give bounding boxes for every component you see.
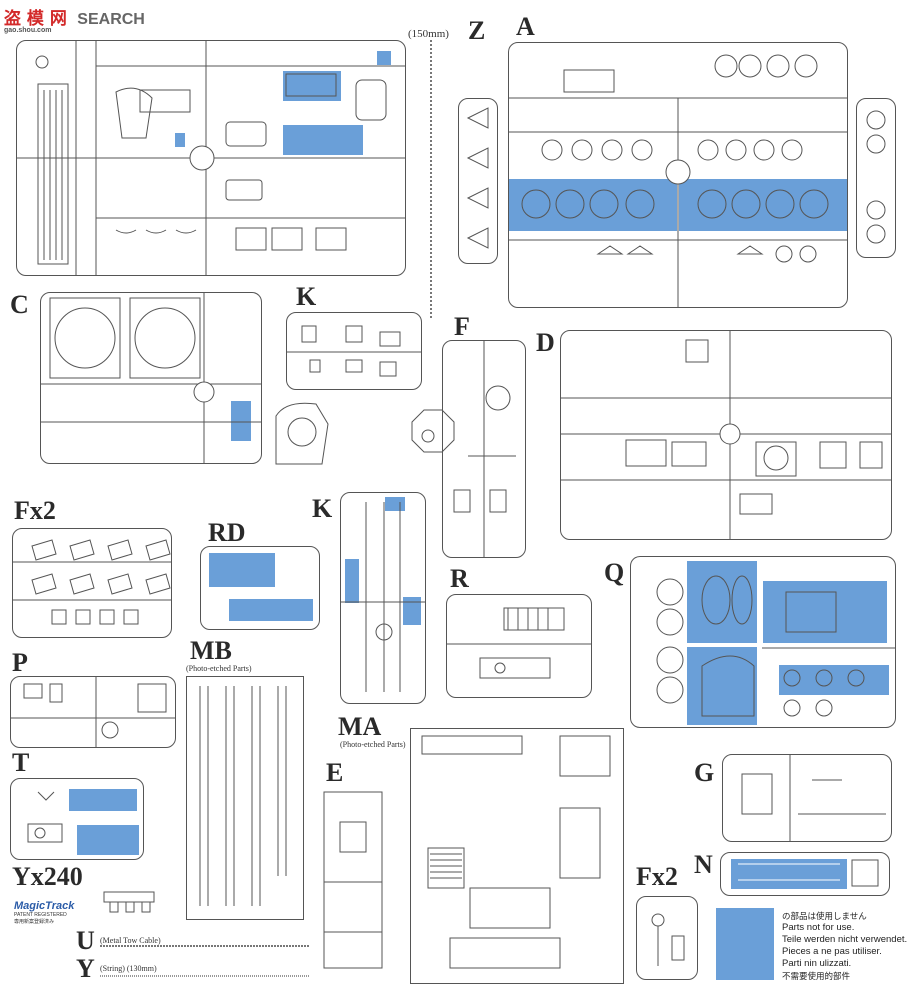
legend-swatch: [716, 908, 774, 980]
sprue-c-drawing: [40, 292, 329, 465]
sprue-label-rd: RD: [208, 518, 246, 547]
sprue-length-note: (150mm): [408, 28, 449, 40]
sprue-ma: [410, 728, 624, 984]
sprue-a-extra-drawing: [466, 107, 886, 249]
sprue-label-q: Q: [604, 558, 625, 587]
sprue-ma-drawing: [421, 735, 611, 969]
sprue-mb-drawing: [199, 686, 287, 906]
sprue-k-mid: [340, 492, 426, 704]
sprue-label-a: A: [516, 12, 535, 41]
sprue-k-mid-drawing: [340, 502, 426, 692]
sprue-label-ma: MA: [338, 712, 382, 741]
legend-line-jp: の部品は使用しません: [782, 912, 867, 922]
magic-track-brand: MagicTrack: [14, 900, 75, 912]
sprue-q: [630, 556, 896, 728]
sprue-fx2-top-drawing: [12, 539, 172, 625]
sprue-rd: [200, 546, 320, 630]
sprue-label-fx2-bottom: Fx2: [636, 862, 678, 891]
sprue-label-p: P: [12, 648, 28, 677]
logo-glyphs: 盗 模 网: [4, 9, 67, 29]
unused-part: [403, 597, 421, 625]
magic-track-logo: MagicTrack PATENT REGISTERED 専用新案登録済み: [14, 900, 94, 925]
logo-search-text: SEARCH: [77, 11, 145, 28]
sprue-f-drawing: [411, 340, 516, 558]
legend-line-it: Parti nin ulizzati.: [782, 958, 852, 969]
sprue-g-drawing: [741, 754, 886, 842]
sprue-label-k-top: K: [296, 282, 317, 311]
legend-line-de: Teile werden nicht verwendet.: [782, 934, 908, 945]
sprue-label-mb: MB: [190, 636, 232, 665]
sprue-label-u: U: [76, 926, 95, 955]
sprue-n-drawing: [738, 859, 879, 887]
logo-url: gao.shou.com: [4, 27, 52, 34]
sprue-label-k-mid: K: [312, 494, 333, 523]
sprue-label-n: N: [694, 850, 713, 879]
mb-subtitle: (Photo-etched Parts): [186, 664, 252, 673]
legend-line-en: Parts not for use.: [782, 922, 855, 933]
sprue-z-drawing: [16, 40, 406, 276]
unused-part: [679, 179, 847, 231]
sprue-mb: [186, 676, 304, 920]
magic-track-patent-jp: 専用新案登録済み: [14, 919, 55, 925]
sprue-label-yx240: Yx240: [12, 862, 83, 891]
legend-line-cn: 不需要使用的部件: [782, 972, 851, 982]
tow-cable-line: [100, 945, 310, 947]
unused-part: [229, 599, 313, 621]
unused-part: [377, 51, 391, 65]
sprue-g: [722, 754, 892, 842]
sprue-k-top-drawing: [286, 325, 422, 377]
ma-subtitle: (Photo-etched Parts): [340, 740, 406, 749]
sprue-fx2-bottom: [636, 896, 698, 980]
unused-part: [209, 553, 275, 587]
unused-part: [779, 665, 889, 695]
unused-part: [175, 133, 185, 147]
sprue-fx2-bottom-drawing: [651, 913, 685, 966]
sprue-r-drawing: [446, 607, 592, 679]
site-logo[interactable]: 盗 模 网 SEARCH gao.shou.com: [4, 4, 145, 34]
unused-part: [763, 581, 887, 643]
sprue-label-r: R: [450, 564, 469, 593]
unused-part: [345, 559, 359, 603]
unused-part: [69, 789, 137, 811]
string-line: [100, 975, 310, 977]
sprue-t: [10, 778, 144, 860]
unused-part: [77, 825, 139, 855]
u-subtitle: (Metal Tow Cable): [100, 936, 161, 945]
sprue-label-d: D: [536, 328, 555, 357]
y-subtitle: (String) (130mm): [100, 964, 157, 973]
sprue-label-t: T: [12, 748, 30, 777]
magic-track-patent: PATENT REGISTERED: [14, 912, 67, 918]
sprue-label-g: G: [694, 758, 715, 787]
sprue-t-drawing: [27, 791, 63, 843]
sprue-label-z: Z: [468, 16, 486, 45]
sprue-q-drawing: [656, 575, 896, 717]
sprue-label-c: C: [10, 290, 29, 319]
unused-part: [509, 179, 677, 231]
sprue-d-drawing: [560, 330, 892, 540]
unused-part: [231, 401, 251, 441]
unused-part: [687, 561, 757, 643]
sprue-k-top: [286, 312, 422, 390]
cable-line: [430, 40, 432, 320]
sprue-p-drawing: [10, 676, 176, 748]
unused-part: [283, 125, 363, 155]
legend-line-fr: Pieces a ne pas utiliser.: [782, 946, 882, 957]
sprue-a-side: [458, 98, 498, 264]
sprue-label-fx2-top: Fx2: [14, 496, 56, 525]
sprue-label-e: E: [326, 758, 344, 787]
sprue-a-wheels: [856, 98, 896, 258]
track-link-drawing: [103, 891, 155, 913]
sprue-a-drawing: [508, 54, 848, 308]
part-e-drawing: [323, 791, 383, 969]
sprue-label-f: F: [454, 312, 470, 341]
sprue-label-y: Y: [76, 954, 95, 983]
sprue-r: [446, 594, 592, 698]
